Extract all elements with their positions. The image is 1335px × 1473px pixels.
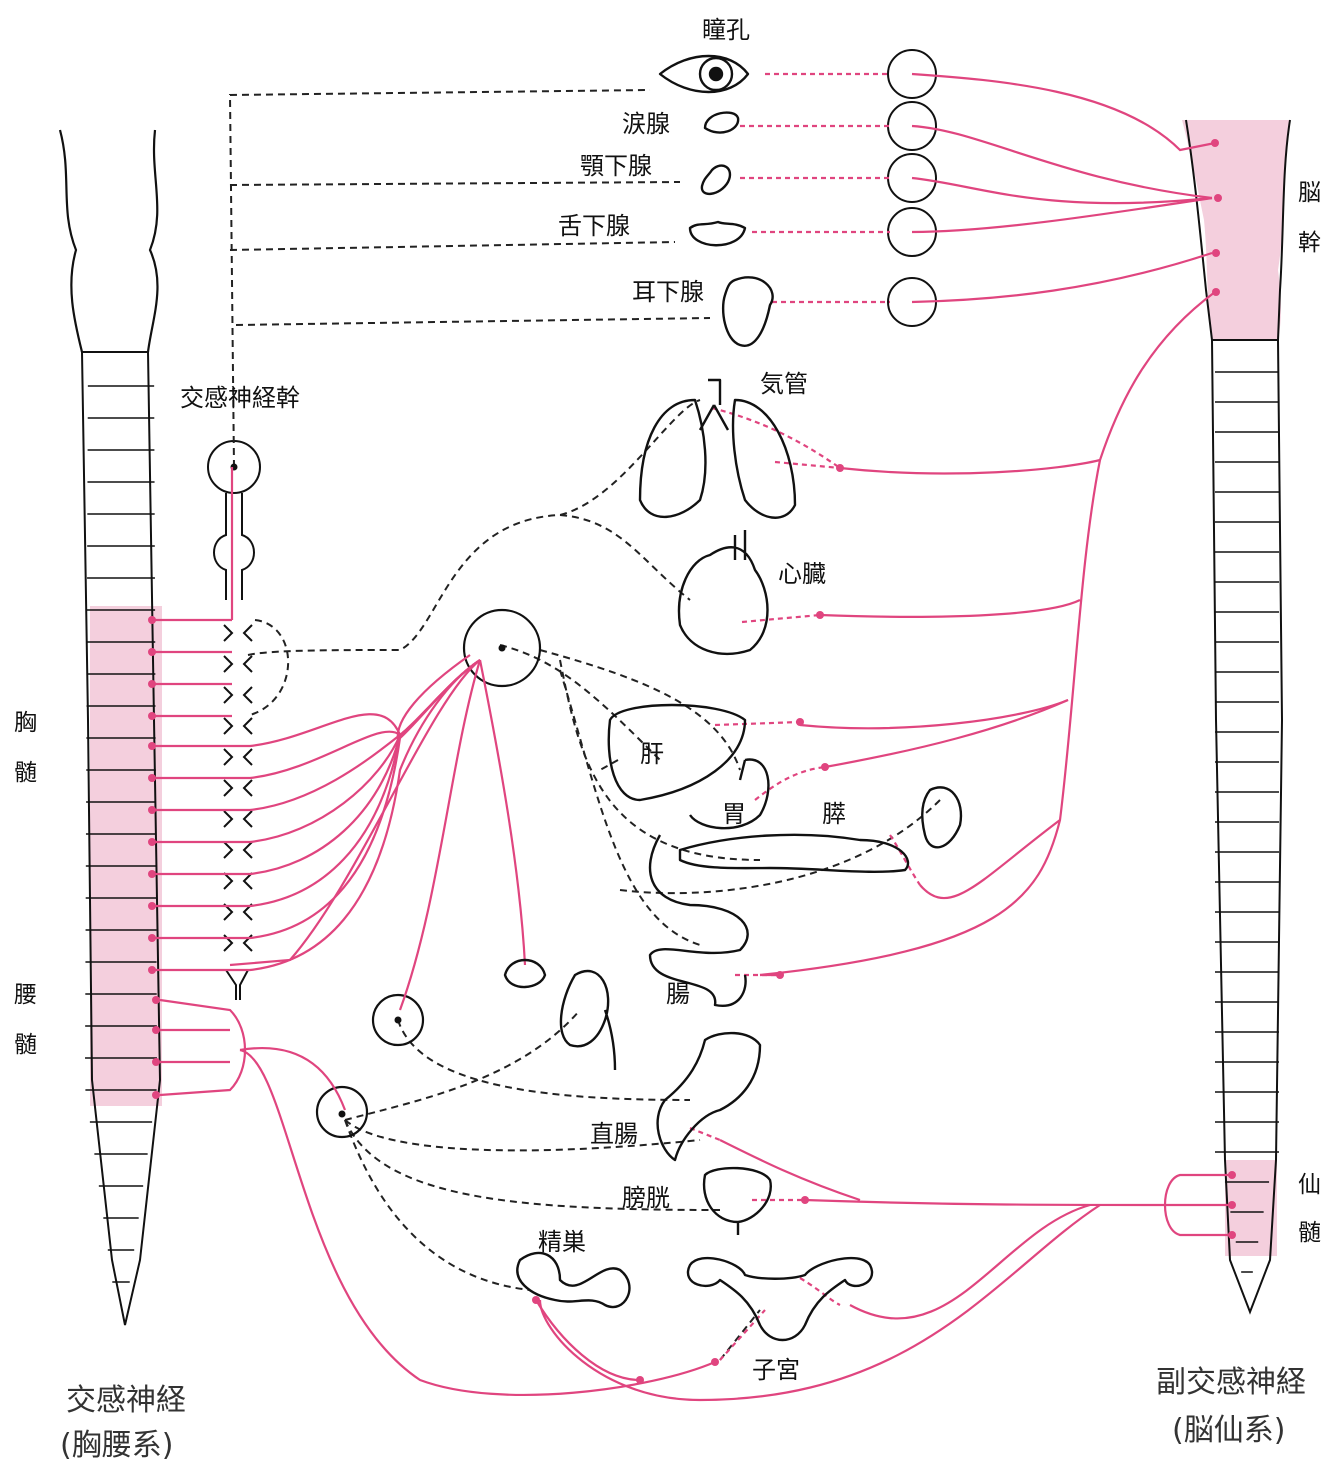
system-captions: 交感神経 (胸腰系) 副交感神経 (脳仙系) [60, 1365, 1306, 1463]
liver-icon [609, 705, 745, 800]
label-lumbar-2: 髄 [14, 1032, 37, 1058]
label-thoracic-1: 胸 [14, 710, 37, 736]
label-heart: 心臓 [778, 560, 826, 588]
sympathetic-pathways [230, 90, 940, 1360]
label-brainstem-1: 脳 [1298, 180, 1321, 206]
label-stomach: 胃 [722, 800, 746, 828]
left-spinal-cord [60, 130, 162, 1325]
spleen-icon [922, 787, 961, 847]
submandibular-gland-icon [702, 166, 730, 194]
label-sacral-1: 仙 [1298, 1172, 1321, 1198]
label-thoracic-2: 髄 [14, 760, 37, 786]
brainstem-region [1182, 120, 1290, 340]
label-pupil: 瞳孔 [702, 16, 750, 44]
label-uterus: 子宮 [752, 1356, 800, 1384]
label-sublingual: 舌下腺 [558, 212, 630, 240]
spine-region-labels: 胸 髄 腰 髄 脳 幹 仙 髄 [14, 180, 1321, 1246]
cranial-parasympathetic-ganglia [888, 50, 936, 326]
lungs-icon [640, 380, 795, 518]
caption-sympathetic-title: 交感神経 [66, 1383, 186, 1418]
label-trachea: 気管 [760, 370, 808, 398]
label-submandibular: 顎下腺 [580, 152, 652, 180]
label-testis: 精巣 [538, 1228, 586, 1256]
parasympathetic-pathways [150, 74, 1232, 1400]
label-parotid: 耳下腺 [632, 278, 704, 306]
label-sacral-2: 髄 [1298, 1220, 1321, 1246]
label-intestine: 腸 [666, 980, 690, 1008]
rectum-icon [658, 1033, 760, 1160]
spinal-segment-lines [85, 386, 157, 1282]
caption-sympathetic-sub: (胸腰系) [60, 1428, 173, 1463]
label-rectum: 直腸 [590, 1120, 638, 1148]
sympathetic-trunk-chain [208, 441, 260, 1000]
intestine-icon [650, 835, 748, 1006]
organ-labels: 瞳孔 涙腺 顎下腺 舌下腺 耳下腺 交感神経幹 気管 心臓 肝 胃 膵 腸 直腸… [180, 16, 846, 1384]
right-spinal-cord [1182, 120, 1290, 1312]
label-sympathetic-trunk: 交感神経幹 [180, 384, 300, 412]
lacrimal-gland-icon [705, 113, 738, 133]
caption-parasympathetic-sub: (脳仙系) [1172, 1413, 1285, 1448]
kidney-icon [561, 971, 615, 1070]
label-pancreas: 膵 [822, 800, 846, 828]
uterus-icon [688, 1258, 872, 1340]
label-liver: 肝 [640, 740, 664, 768]
label-lacrimal: 涙腺 [622, 110, 670, 138]
parotid-gland-icon [723, 277, 773, 345]
label-lumbar-1: 腰 [14, 982, 37, 1008]
bladder-icon [704, 1168, 771, 1235]
eye-icon [660, 56, 748, 92]
label-brainstem-2: 幹 [1298, 230, 1321, 256]
caption-parasympathetic-title: 副交感神経 [1156, 1365, 1306, 1400]
heart-icon [679, 530, 767, 654]
pancreas-icon [680, 835, 908, 872]
sublingual-gland-icon [690, 222, 745, 245]
label-bladder: 膀胱 [622, 1184, 670, 1212]
